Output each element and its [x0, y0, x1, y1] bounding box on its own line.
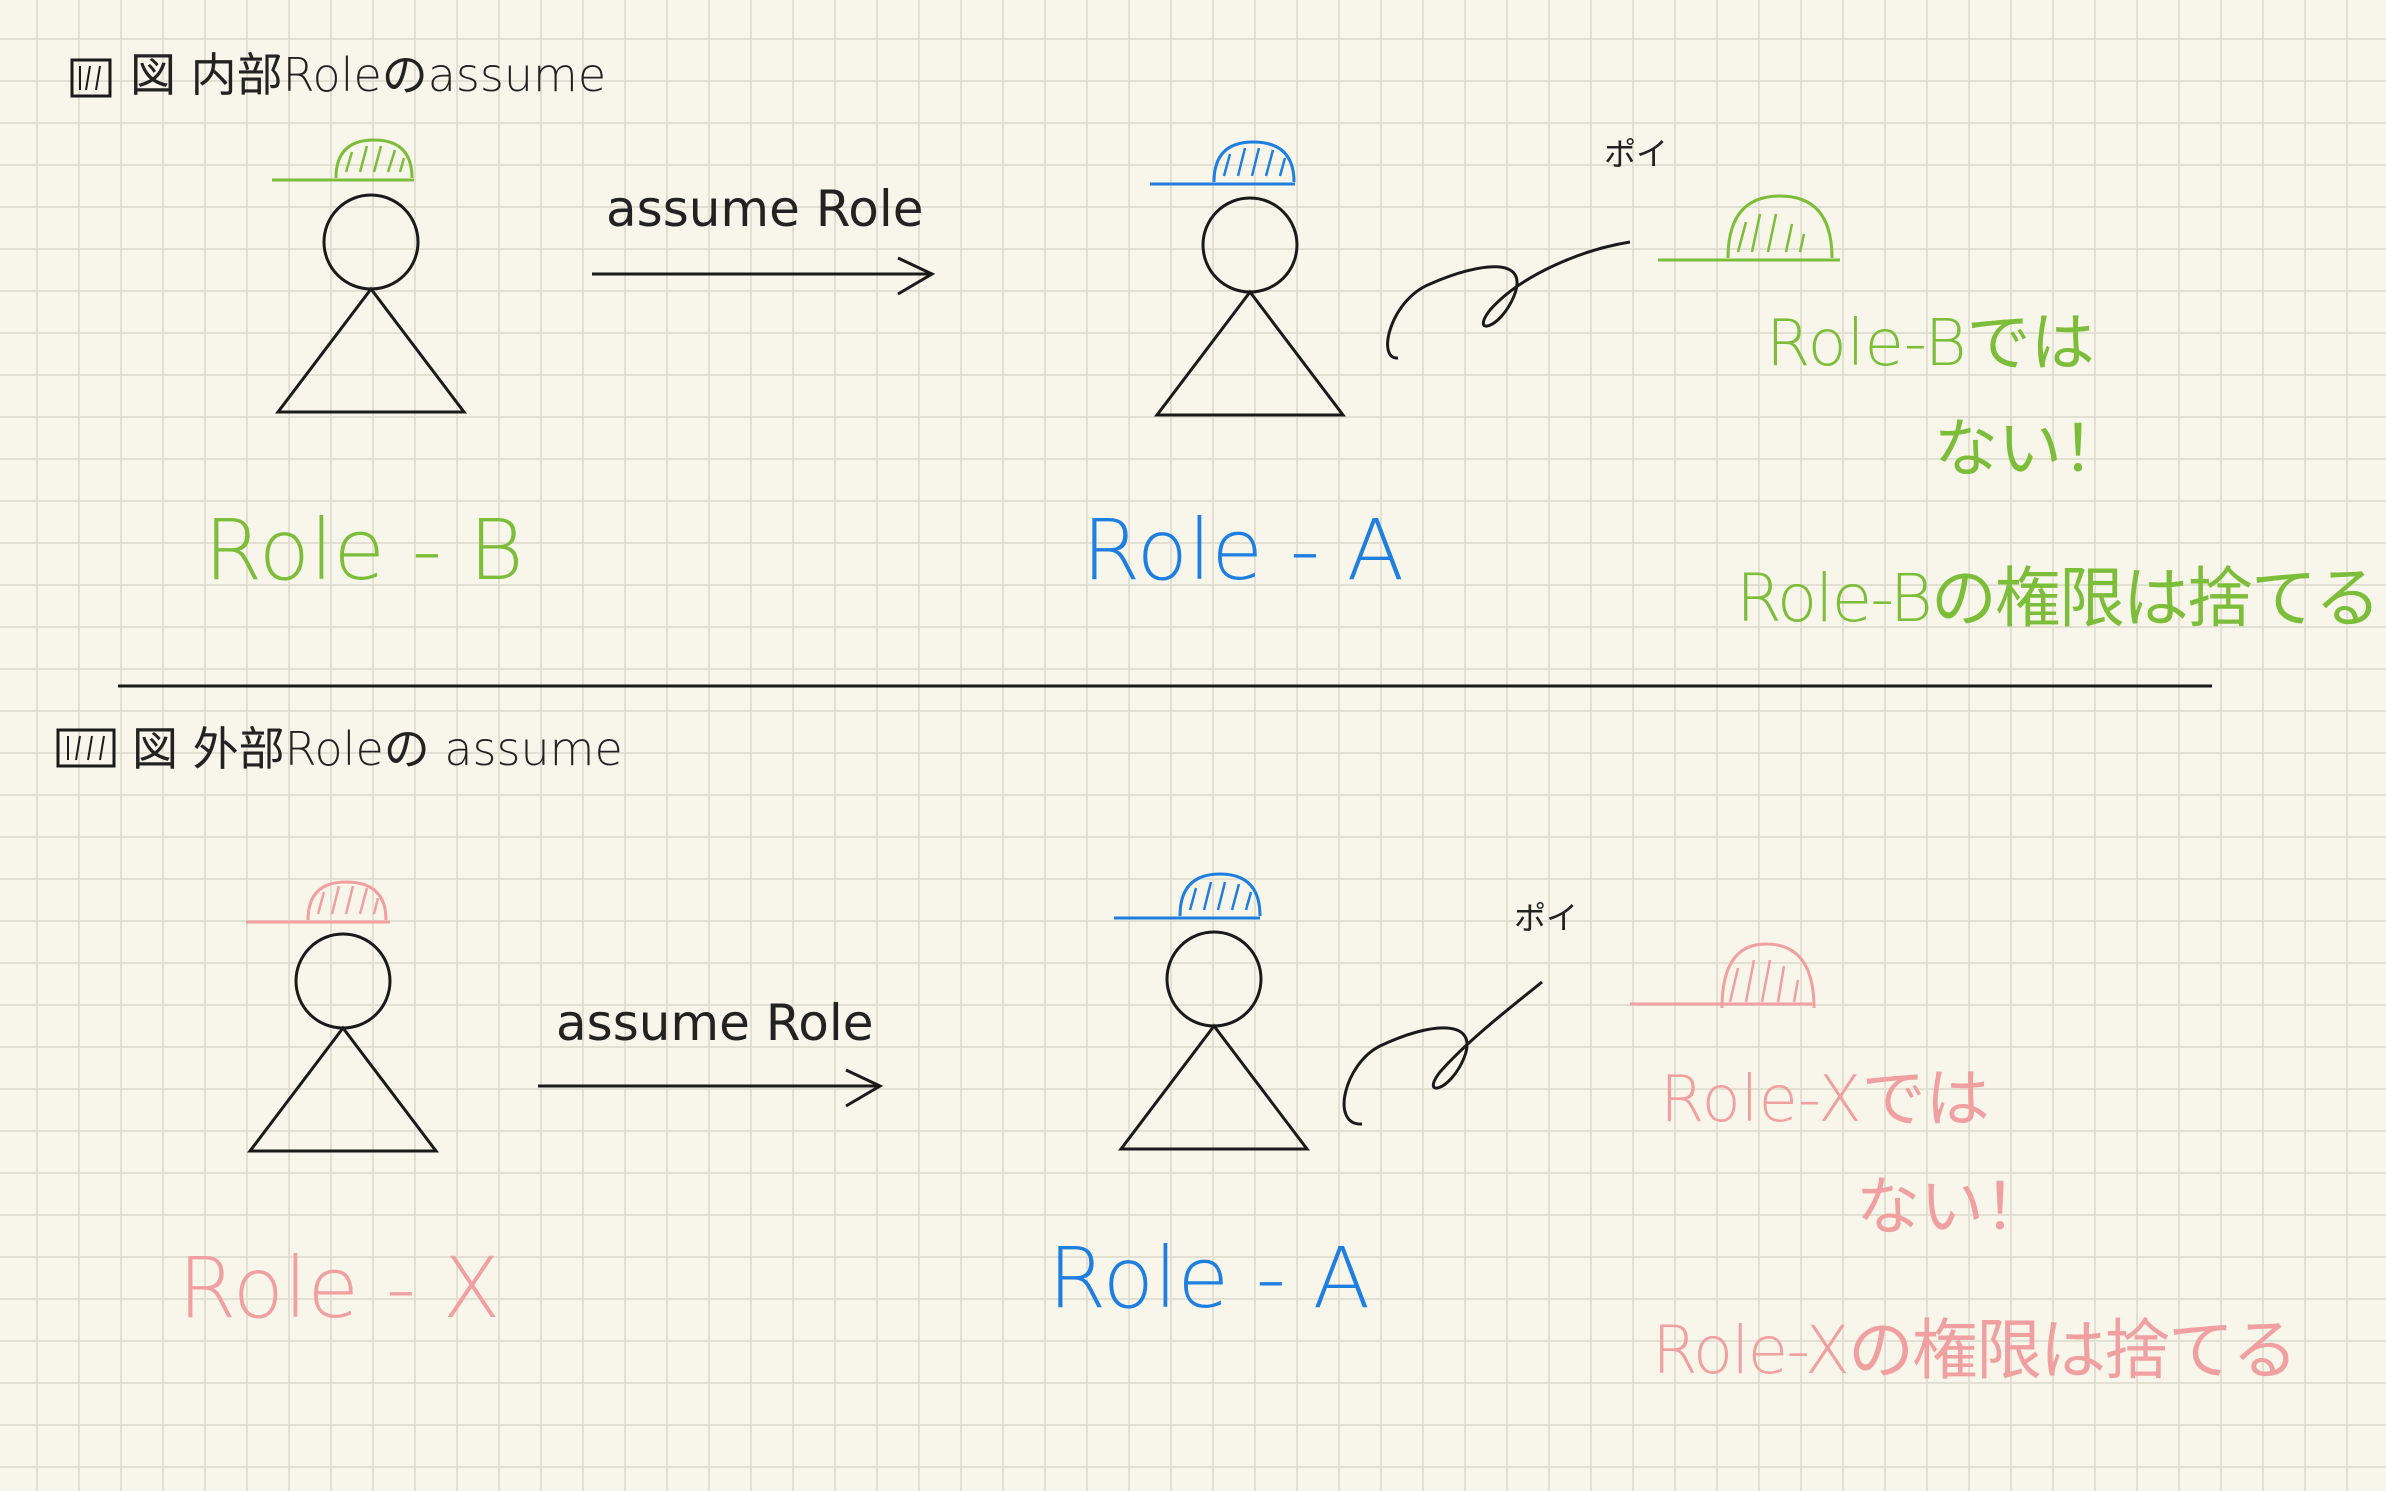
role-a-label: Role - A	[1082, 501, 1405, 599]
note-line-3: Role-Bの権限は捨てる	[1736, 560, 2381, 637]
assume-role-label: assume Role	[606, 180, 924, 238]
hat-blue-icon	[1150, 140, 1296, 186]
toss-label: ポイ	[1514, 899, 1579, 937]
note-line-2: ない！	[1934, 413, 2126, 487]
note-line-3: Role-Xの権限は捨てる	[1652, 1312, 2298, 1389]
role-a-label: Role - A	[1048, 1229, 1371, 1327]
toss-curve	[1386, 240, 1631, 360]
note-line-1: Role-Bでは	[1766, 307, 2095, 381]
person-role-a	[1114, 872, 1309, 1151]
discarded-hat-green-icon	[1658, 194, 1840, 262]
hat-blue-icon	[1114, 872, 1262, 920]
toss-curve	[1342, 980, 1543, 1126]
section-title-external: 図 外部Roleの assume	[132, 722, 623, 776]
note-line-1: Role-Xでは	[1660, 1063, 1990, 1137]
figure-icon	[56, 728, 116, 768]
discarded-hat-pink-icon	[1630, 942, 1816, 1009]
note-line-2: ない！	[1856, 1171, 2048, 1245]
assume-arrow	[592, 256, 936, 296]
toss-label: ポイ	[1604, 135, 1669, 173]
hat-pink-icon	[246, 880, 390, 924]
figure-icon	[70, 58, 112, 98]
person-role-b	[272, 138, 466, 414]
assume-role-label: assume Role	[556, 994, 874, 1052]
role-b-label: Role - B	[204, 501, 524, 599]
person-role-a	[1150, 140, 1345, 417]
assume-arrow	[538, 1068, 884, 1108]
section-title-internal: 図 内部Roleのassume	[130, 48, 607, 102]
role-x-label: Role - X	[178, 1239, 501, 1337]
person-role-x	[246, 880, 438, 1153]
hat-green-icon	[272, 138, 414, 182]
